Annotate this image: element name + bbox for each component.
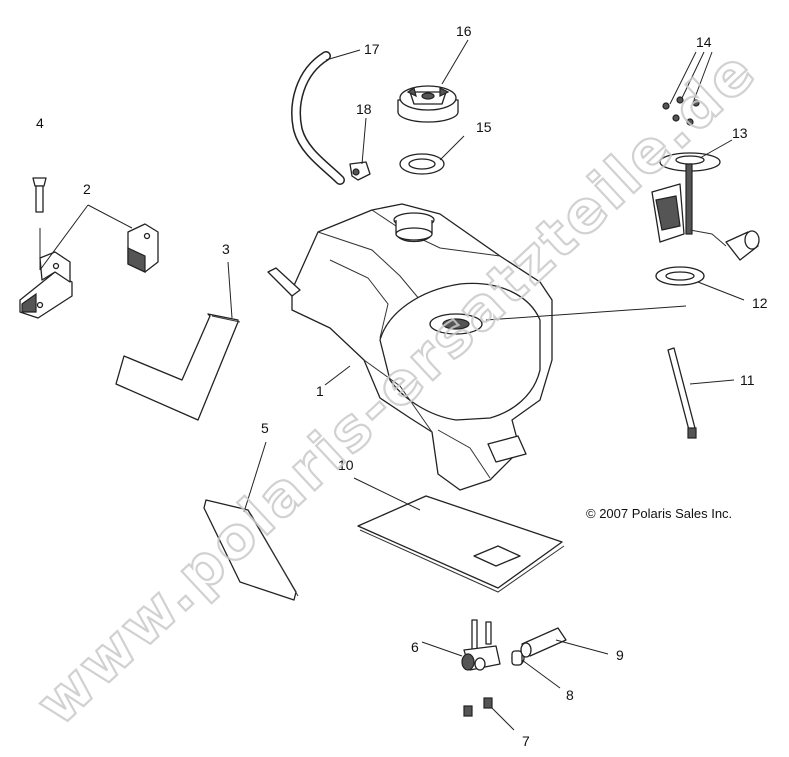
part-18-fitting (349, 161, 371, 181)
callout-17: 17 (364, 41, 380, 57)
callout-12: 12 (752, 295, 768, 311)
callout-6: 6 (411, 639, 419, 655)
part-10-flat-pad (357, 495, 565, 593)
callout-5: 5 (261, 420, 269, 436)
part-11-cable-tie (667, 347, 697, 439)
part-8-clamp (511, 650, 525, 666)
part-12-seal-ring (655, 266, 705, 286)
callout-3: 3 (222, 241, 230, 257)
part-17-hose (291, 51, 345, 185)
part-14-screws (662, 96, 700, 126)
callout-numbers: 1 2 3 4 5 6 7 8 9 10 11 12 13 14 15 16 1… (36, 23, 768, 749)
part-6-fuel-valve (461, 619, 501, 671)
part-9-fuel-line (520, 627, 567, 658)
callout-16: 16 (456, 23, 472, 39)
part-2-bracket-right (127, 223, 159, 273)
callout-7: 7 (522, 733, 530, 749)
leader-lines (39, 39, 745, 731)
part-16-fuel-cap (397, 85, 459, 123)
callout-13: 13 (732, 125, 748, 141)
part-15-gasket (399, 153, 445, 175)
part-4-bolt (32, 177, 47, 213)
callout-1: 1 (316, 383, 324, 399)
part-1-fuel-tank (267, 203, 553, 491)
callout-14: 14 (696, 34, 712, 50)
callout-10: 10 (338, 457, 354, 473)
callout-11: 11 (740, 372, 755, 388)
callout-2: 2 (83, 181, 91, 197)
callout-15: 15 (476, 119, 492, 135)
copyright-text: © 2007 Polaris Sales Inc. (586, 506, 732, 521)
callout-9: 9 (616, 647, 624, 663)
part-3-pad (115, 313, 241, 421)
callout-4: 4 (36, 115, 44, 131)
callout-18: 18 (356, 101, 372, 117)
part-13-fuel-pump (651, 152, 760, 261)
part-7-screws (463, 697, 493, 717)
part-5-pad (203, 499, 299, 601)
callout-8: 8 (566, 687, 574, 703)
